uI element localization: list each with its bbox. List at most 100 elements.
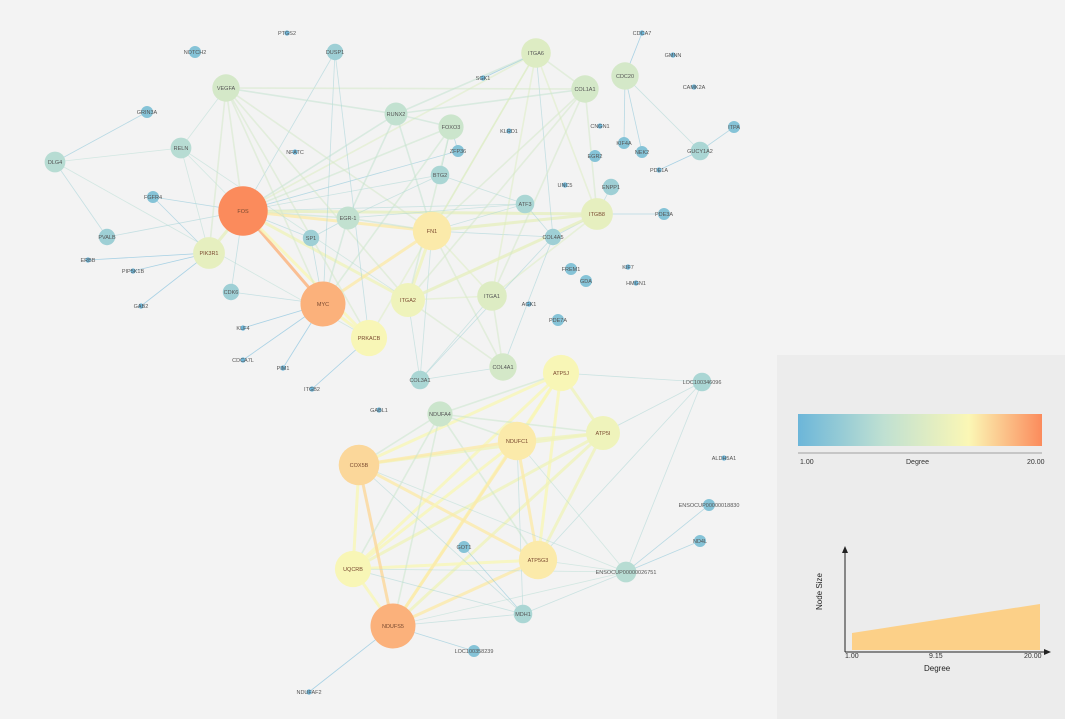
node-ENSOCUP00000018830[interactable]: ENSOCUP00000018830 [679,499,740,511]
node-circle-FN1[interactable] [412,211,452,251]
node-KIF7[interactable]: KIF7 [622,264,634,271]
node-NDUFAF2[interactable]: NDUFAF2 [296,689,322,696]
node-FGFR4[interactable]: FGFR4 [144,191,162,203]
node-circle-CNGN1[interactable] [597,123,603,129]
node-GRIN3A[interactable]: GRIN3A [137,106,158,118]
node-ATP5J[interactable]: ATP5J [542,354,580,392]
node-circle-SP1[interactable] [302,229,320,247]
node-circle-GAB2[interactable] [138,303,144,309]
node-circle-FOS[interactable] [218,186,268,236]
node-COL4A5[interactable]: COL4A5 [542,228,564,246]
node-circle-UNC5[interactable] [562,182,568,188]
node-circle-ENPP1[interactable] [602,178,620,196]
node-PDE7A[interactable]: PDE7A [549,314,567,326]
node-circle-RELN[interactable] [170,137,192,159]
node-COX5B[interactable]: COX5B [338,444,380,486]
node-circle-CAMK2A[interactable] [691,84,697,90]
node-BTG2[interactable]: BTG2 [430,165,450,185]
node-ZFP36[interactable]: ZFP36 [450,145,467,157]
node-circle-ITGA1[interactable] [477,281,507,311]
node-circle-LOC100346096[interactable] [692,372,712,392]
node-circle-GRIN3A[interactable] [141,106,153,118]
node-NDUFC1[interactable]: NDUFC1 [497,421,537,461]
node-circle-PIP5K1B[interactable] [130,268,136,274]
node-circle-ITGB2[interactable] [309,386,315,392]
node-circle-ITGB8[interactable] [581,198,613,230]
node-circle-COL4A1[interactable] [489,353,517,381]
node-PIK3R1[interactable]: PIK3R1 [193,237,225,269]
node-circle-ATP5I[interactable] [586,416,620,450]
node-PIP5K1B[interactable]: PIP5K1B [122,268,145,275]
node-NDUFS5[interactable]: NDUFS5 [370,603,416,649]
node-ATP5I[interactable]: ATP5I [586,416,620,450]
node-circle-CDCA7[interactable] [639,30,645,36]
node-ND4L[interactable]: ND4L [693,535,707,547]
node-circle-PDE7A[interactable] [552,314,564,326]
node-circle-KLRD1[interactable] [506,128,512,134]
node-circle-NDUFC1[interactable] [497,421,537,461]
node-circle-DUSP1[interactable] [326,43,344,61]
node-ENPP1[interactable]: ENPP1 [602,178,620,196]
node-circle-GDA[interactable] [580,275,592,287]
node-VEGFA[interactable]: VEGFA [212,74,240,102]
node-circle-ITGA6[interactable] [521,38,551,68]
node-SGK1[interactable]: SGK1 [476,75,491,82]
node-NDUFA4[interactable]: NDUFA4 [427,401,453,427]
node-circle-ND4L[interactable] [694,535,706,547]
node-circle-MYC[interactable] [300,281,346,327]
node-circle-PDE1A[interactable] [656,167,662,173]
node-CDCA7L[interactable]: CDCA7L [232,357,254,364]
node-circle-COL1A1[interactable] [571,75,599,103]
node-circle-ATP5G3[interactable] [518,540,558,580]
node-circle-NDUFAF2[interactable] [306,689,312,695]
node-PTGS2[interactable]: PTGS2 [278,30,296,37]
node-circle-CDK6[interactable] [222,283,240,301]
node-CDK6[interactable]: CDK6 [222,283,240,301]
node-circle-PIM1[interactable] [280,365,286,371]
node-SP1[interactable]: SP1 [302,229,320,247]
node-circle-ENSOCUP00000026751[interactable] [615,561,637,583]
node-KLF4[interactable]: KLF4 [236,325,250,332]
node-ITGA6[interactable]: ITGA6 [521,38,551,68]
node-NFATC[interactable]: NFATC [286,149,304,156]
node-circle-GOT1[interactable] [458,541,470,553]
node-circle-GMNN[interactable] [670,52,676,58]
node-circle-MDH1[interactable] [513,604,533,624]
node-UQCRB[interactable]: UQCRB [334,550,372,588]
node-ITGB2[interactable]: ITGB2 [304,386,320,393]
node-circle-HMGN1[interactable] [633,280,639,286]
node-NEK2[interactable]: NEK2 [635,146,649,158]
node-circle-FGFR4[interactable] [147,191,159,203]
node-circle-BTG2[interactable] [430,165,450,185]
node-circle-ALDH5A1[interactable] [721,455,727,461]
node-ATF3[interactable]: ATF3 [515,194,535,214]
node-circle-ZFP36[interactable] [452,145,464,157]
node-circle-PRKACB[interactable] [350,319,388,357]
node-circle-PVALB[interactable] [98,228,116,246]
node-circle-FREM1[interactable] [565,263,577,275]
node-MDH1[interactable]: MDH1 [513,604,533,624]
node-circle-FOXO3[interactable] [438,114,464,140]
node-circle-EGR-1[interactable] [336,206,360,230]
node-circle-NOTCH2[interactable] [189,46,201,58]
node-PIM1[interactable]: PIM1 [277,365,290,372]
node-circle-COL3A1[interactable] [410,370,430,390]
node-circle-NEK2[interactable] [636,146,648,158]
node-GABL1[interactable]: GABL1 [370,407,388,414]
node-EGR-1[interactable]: EGR-1 [336,206,360,230]
node-ENSOCUP00000026751[interactable]: ENSOCUP00000026751 [596,561,657,583]
node-MYC[interactable]: MYC [300,281,346,327]
node-KIF4A[interactable]: KIF4A [616,137,632,149]
node-circle-CDC20[interactable] [611,62,639,90]
node-PDE1A[interactable]: PDE1A [650,167,668,174]
node-circle-ITPA[interactable] [728,121,740,133]
node-GMNN[interactable]: GMNN [665,52,682,59]
node-NOTCH2[interactable]: NOTCH2 [184,46,207,58]
node-circle-PIK3R1[interactable] [193,237,225,269]
node-RELN[interactable]: RELN [170,137,192,159]
node-DLG4[interactable]: DLG4 [44,151,66,173]
node-circle-COX5B[interactable] [338,444,380,486]
node-circle-UQCRB[interactable] [334,550,372,588]
node-ITGA1[interactable]: ITGA1 [477,281,507,311]
node-circle-DLG4[interactable] [44,151,66,173]
